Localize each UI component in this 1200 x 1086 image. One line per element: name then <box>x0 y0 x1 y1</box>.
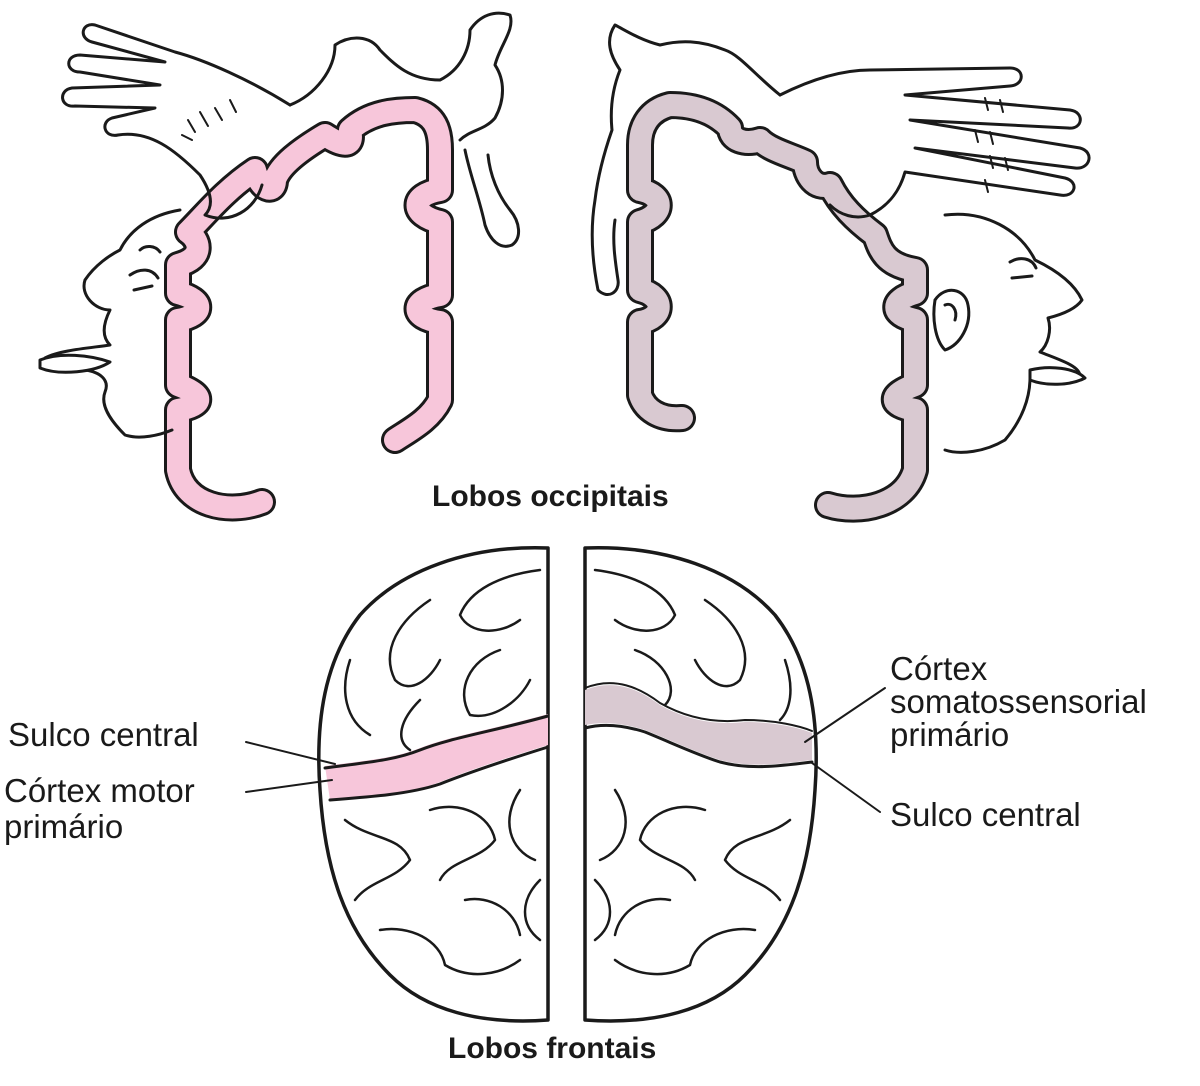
motor-tongue <box>38 353 112 374</box>
sensory-tongue <box>1028 366 1087 386</box>
motor-eye <box>128 245 162 292</box>
sensory-ear <box>932 289 971 352</box>
leader-right-sensory <box>804 687 886 743</box>
sensory-cortex-strip <box>626 91 929 523</box>
left-central-sulcus <box>323 714 550 770</box>
sensory-limbs <box>590 23 782 296</box>
leader-left-sulcus <box>245 741 336 765</box>
somatosensory-cortex-label-line1: Córtex <box>890 650 988 687</box>
sensory-face <box>943 212 1084 454</box>
sensory-hand <box>778 66 1091 219</box>
leader-right-sulcus <box>811 762 881 813</box>
right-gyri <box>593 568 792 976</box>
right-hemisphere-outline <box>583 546 818 1023</box>
somatosensory-cortex-label-line3: primário <box>890 716 1010 753</box>
motor-cortex-fill <box>167 99 451 519</box>
motor-face <box>42 208 182 439</box>
left-gyri <box>343 568 542 976</box>
frontal-lobes-label: Lobos frontais <box>448 1032 657 1065</box>
right-hemisphere <box>583 546 818 1023</box>
leader-lines <box>245 687 886 813</box>
right-postcentral-edge <box>584 682 813 732</box>
somatosensory-cortex-label-line2: somatossensorial <box>890 683 1147 720</box>
sensory-cortex-fill <box>629 94 926 520</box>
left-hemisphere <box>317 546 550 1023</box>
motor-hand-creases <box>181 99 237 141</box>
motor-limbs <box>288 11 520 248</box>
leader-left-motor <box>245 779 333 793</box>
sensory-hand-creases <box>974 97 1009 193</box>
occipital-lobes-label: Lobos occipitais <box>432 480 669 513</box>
primary-motor-cortex-label-line2: primário <box>4 808 124 845</box>
left-central-sulcus-label: Sulco central <box>8 716 199 753</box>
right-central-sulcus <box>583 723 814 769</box>
motor-homunculus <box>38 11 520 522</box>
right-central-sulcus-label: Sulco central <box>890 796 1081 833</box>
motor-cortex-band <box>325 714 548 800</box>
left-precentral-sulcus <box>328 745 550 802</box>
sensory-homunculus <box>590 23 1091 523</box>
sensory-eye <box>1008 257 1038 280</box>
sensory-cortex-band <box>585 685 812 765</box>
motor-hand <box>61 23 292 220</box>
primary-motor-cortex-label-line1: Córtex motor <box>4 772 195 809</box>
